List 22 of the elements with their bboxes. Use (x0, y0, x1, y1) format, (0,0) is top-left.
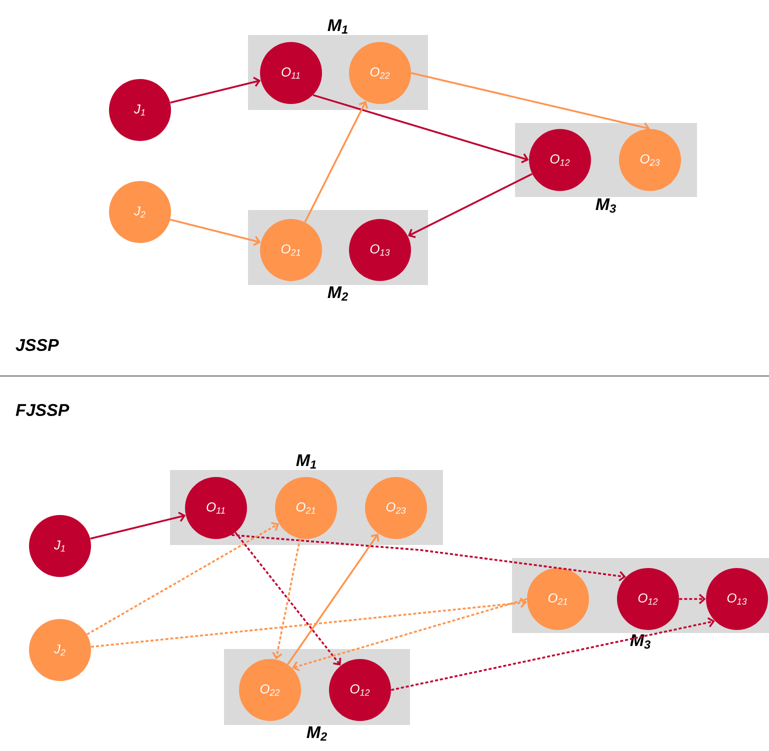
arrow (292, 598, 528, 672)
arrow (287, 534, 380, 665)
node-label: M$_{2}$ (328, 286, 348, 301)
arrow (234, 532, 342, 666)
section-label: JSSP (16, 339, 59, 351)
node-label: M$_{2}$ (306, 726, 327, 741)
arrow (272, 538, 301, 660)
arrow (170, 76, 261, 104)
arrow (408, 173, 532, 238)
arrow (232, 534, 626, 582)
arrow (90, 598, 527, 648)
arrow (391, 617, 715, 691)
arrow (86, 522, 279, 636)
section-label: FJSSP (16, 404, 70, 416)
arrow (312, 94, 529, 164)
arrow (90, 512, 186, 540)
node-label: M$_{1}$ (328, 19, 348, 34)
arrow (679, 594, 706, 604)
arrow (304, 100, 368, 223)
node-label: M$_{1}$ (296, 454, 316, 469)
arrow (170, 218, 261, 246)
node-label: M$_{3}$ (596, 198, 616, 213)
